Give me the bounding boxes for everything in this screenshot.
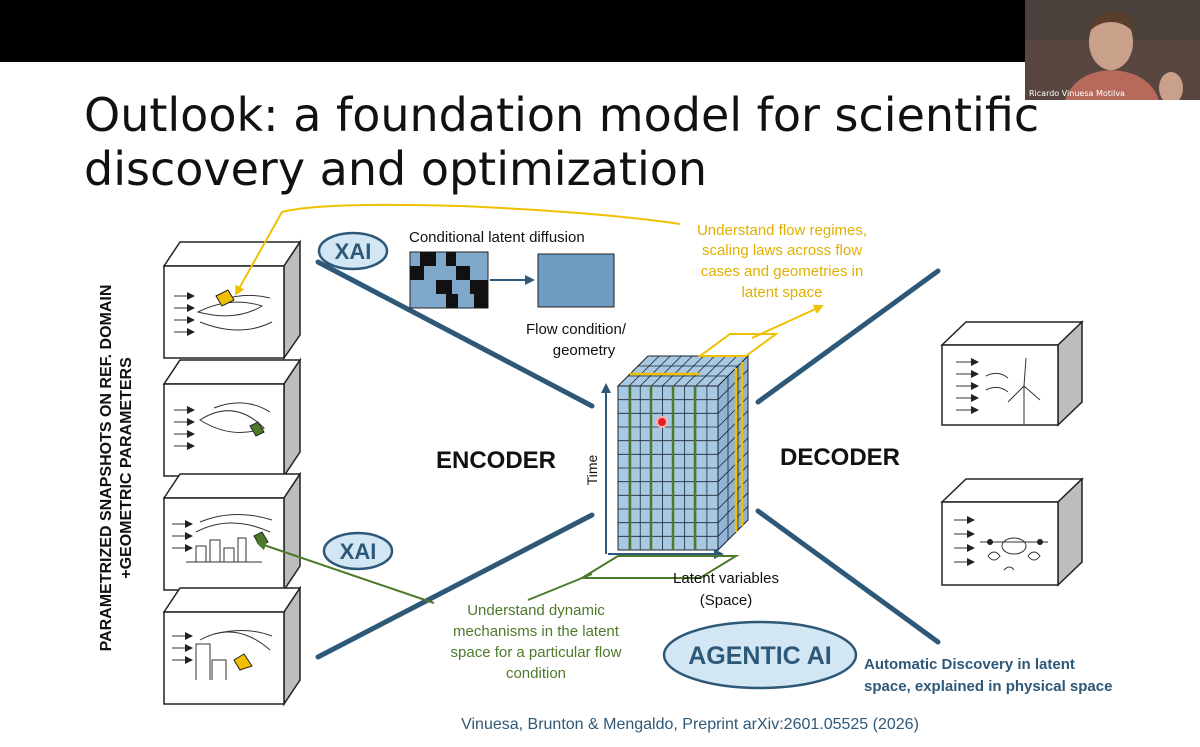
citation: Vinuesa, Brunton & Mengaldo, Preprint ar… <box>461 716 919 733</box>
xai-top-badge: XAI <box>317 231 389 271</box>
slide-title-line2: discovery and optimization <box>84 142 708 196</box>
yellow-note-line2: scaling laws across flow <box>702 242 862 259</box>
conditional-latent-diffusion-label: Conditional latent diffusion <box>409 229 585 246</box>
latent-variables-line2: (Space) <box>700 592 753 609</box>
snapshot-cube-4 <box>162 585 302 707</box>
xai-top-label: XAI <box>335 239 372 264</box>
xai-bottom-badge: XAI <box>322 531 394 571</box>
discovery-line1: Automatic Discovery in latent <box>864 656 1075 673</box>
yellow-note-line4: latent space <box>742 284 823 301</box>
yellow-arrow-to-note <box>751 304 824 339</box>
denoised-latent <box>537 253 615 308</box>
snapshot-cube-1 <box>162 239 302 361</box>
flow-condition-line1: Flow condition/ <box>526 321 627 338</box>
green-note-line4: condition <box>506 665 566 682</box>
latent-space-cube <box>616 354 750 552</box>
top-black-bar <box>0 0 1200 62</box>
snapshot-cube-3 <box>162 471 302 593</box>
green-arrow-to-snapshot <box>256 540 435 604</box>
slide-title-line1: Outlook: a foundation model for scientif… <box>84 88 1040 142</box>
yellow-arrow-to-snapshot <box>235 203 681 296</box>
encoder-label: ENCODER <box>436 447 556 474</box>
laser-pointer <box>656 416 668 428</box>
snapshot-cube-2 <box>162 357 302 479</box>
decoder-label: DECODER <box>780 444 900 471</box>
discovery-line2: space, explained in physical space <box>864 678 1112 695</box>
participant-name: Ricardo Vinuesa Motilva <box>1029 89 1125 98</box>
green-slice-connector <box>527 573 593 601</box>
agentic-ai-label: AGENTIC AI <box>688 642 832 670</box>
participant-video[interactable]: Ricardo Vinuesa Motilva <box>1025 0 1200 100</box>
yellow-note-line3: cases and geometries in <box>701 263 864 280</box>
yellow-note-line1: Understand flow regimes, <box>697 222 867 239</box>
green-note-line2: mechanisms in the latent <box>453 623 620 640</box>
output-cube-wind-turbine <box>940 320 1084 427</box>
latent-variables-line1: Latent variables <box>673 570 779 587</box>
yellow-slice <box>696 333 780 357</box>
output-cube-drone <box>940 477 1084 587</box>
slide-title: Outlook: a foundation model for scientif… <box>84 88 1044 196</box>
time-axis-label: Time <box>584 454 600 485</box>
yellow-note: Understand flow regimes, scaling laws ac… <box>697 222 867 301</box>
flow-condition-line2: geometry <box>553 342 616 359</box>
participant-avatar <box>1025 0 1200 100</box>
green-note: Understand dynamic mechanisms in the lat… <box>451 602 622 682</box>
green-slice <box>578 555 740 579</box>
green-note-line1: Understand dynamic <box>467 602 605 619</box>
agentic-ai-badge: AGENTIC AI <box>662 620 858 690</box>
green-note-line3: space for a particular flow <box>451 644 622 661</box>
encoder-decoder-shape <box>315 259 941 660</box>
xai-bottom-label: XAI <box>340 539 377 564</box>
latent-noise-grid <box>409 251 489 309</box>
